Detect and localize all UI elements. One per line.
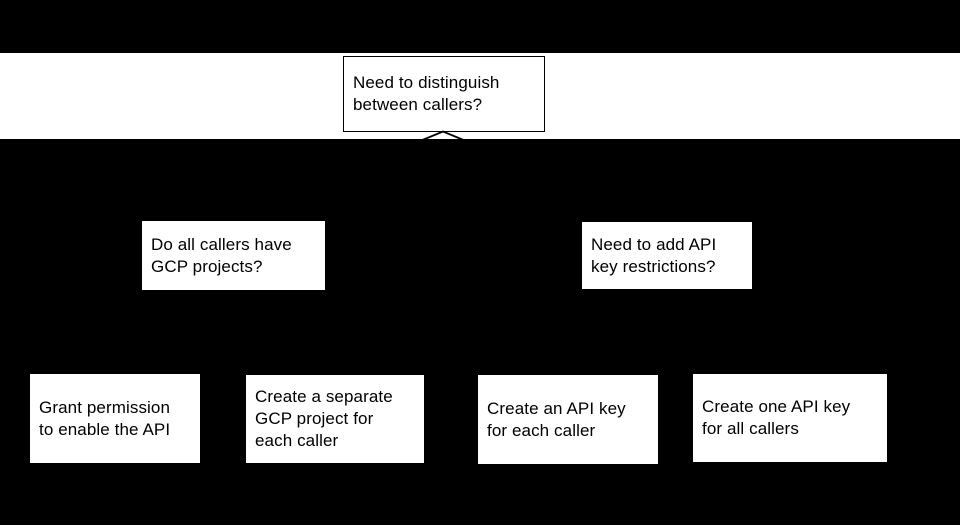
node-label: Need to distinguish between callers? — [353, 73, 500, 114]
node-label: Create an API key for each caller — [487, 398, 626, 440]
node-need-distinguish: Need to distinguish between callers? — [343, 56, 545, 132]
node-label: Grant permission to enable the API — [39, 397, 171, 439]
node-label: Create one API key for all callers — [702, 397, 851, 438]
node-label: Create a separate GCP project for each c… — [255, 387, 393, 450]
node-api-key-each-caller: Create an API key for each caller — [478, 375, 658, 464]
node-label: Do all callers have GCP projects? — [151, 234, 292, 276]
node-grant-permission: Grant permission to enable the API — [30, 374, 200, 463]
node-label: Need to add API key restrictions? — [591, 234, 717, 276]
node-callers-have-gcp: Do all callers have GCP projects? — [142, 221, 325, 290]
node-need-key-restrictions: Need to add API key restrictions? — [582, 222, 752, 289]
node-api-key-all-callers: Create one API key for all callers — [693, 374, 887, 462]
node-separate-gcp-project: Create a separate GCP project for each c… — [246, 375, 424, 463]
